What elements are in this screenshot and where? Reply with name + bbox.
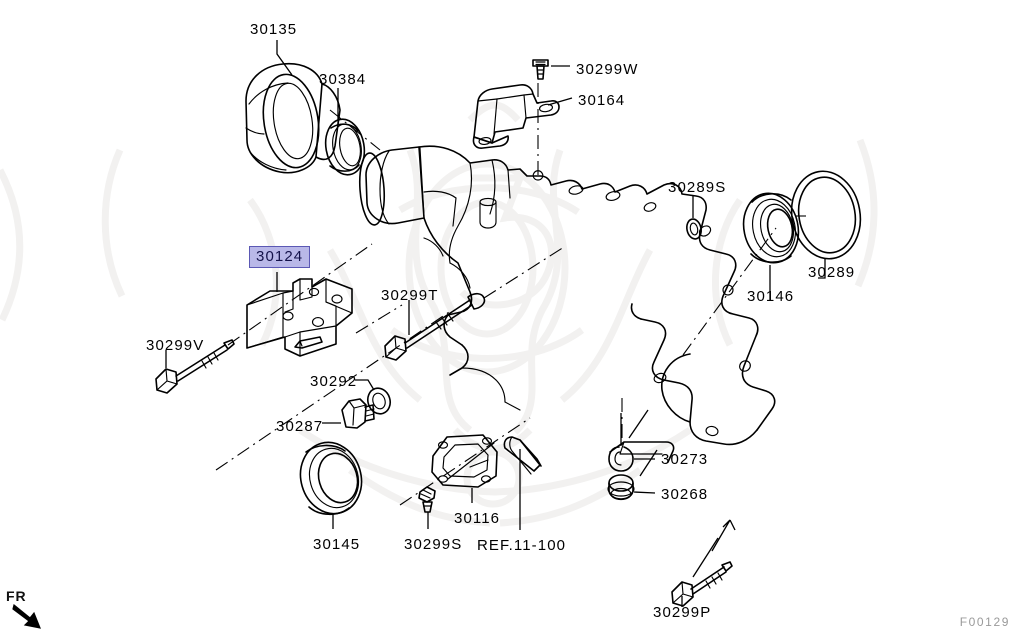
callout-30299p[interactable]: 30299P (653, 604, 712, 621)
callout-ref-11-100[interactable]: REF.11-100 (477, 537, 567, 554)
part-30116-gasket-plate (431, 434, 498, 488)
callout-30268[interactable]: 30268 (661, 486, 709, 503)
figure-code: F00129 (959, 615, 1010, 629)
callout-30135[interactable]: 30135 (250, 21, 298, 38)
part-30164-bracket (472, 84, 560, 149)
part-ref-11-100-pipe (503, 436, 542, 475)
part-30124-mount-bracket (246, 278, 353, 357)
leader-lines (165, 40, 826, 607)
part-30145-oil-seal (299, 441, 363, 516)
callout-30384[interactable]: 30384 (319, 71, 367, 88)
part-30146-oil-seal (742, 192, 800, 264)
part-30287-plug (341, 398, 375, 429)
callout-30116[interactable]: 30116 (454, 510, 501, 527)
callout-30292[interactable]: 30292 (310, 373, 358, 390)
callout-30299t[interactable]: 30299T (381, 287, 439, 304)
callout-30273[interactable]: 30273 (661, 451, 709, 468)
callout-30289s[interactable]: 30289S (668, 179, 727, 196)
part-30135-sleeve (245, 62, 341, 174)
callout-30146[interactable]: 30146 (747, 288, 795, 305)
callout-30299v[interactable]: 30299V (146, 337, 205, 354)
fr-orientation-label: FR (6, 588, 27, 604)
part-30273-oring (608, 446, 634, 472)
part-30299P-bolt (671, 561, 733, 607)
assembly-axis-lines (215, 83, 806, 506)
callout-30145[interactable]: 30145 (313, 536, 361, 553)
part-30299S-bolt (418, 486, 436, 513)
part-30268-drain-plug (607, 474, 635, 501)
callout-30289[interactable]: 30289 (808, 264, 856, 281)
callout-30124[interactable]: 30124 (249, 246, 311, 268)
part-30289-oring (790, 170, 862, 260)
callout-30299s[interactable]: 30299S (404, 536, 463, 553)
part-30299V-bolt (155, 339, 235, 394)
callout-30164[interactable]: 30164 (578, 92, 626, 109)
part-30289S-oring (686, 218, 702, 240)
part-30292-washer (366, 387, 392, 415)
part-30299W-bolt (532, 59, 549, 80)
part-30299T-bolt (384, 292, 486, 361)
callout-30287[interactable]: 30287 (276, 418, 324, 435)
part-30384-oil-seal (324, 118, 366, 176)
fr-direction-arrow (12, 603, 41, 629)
callout-30299w[interactable]: 30299W (576, 61, 639, 78)
